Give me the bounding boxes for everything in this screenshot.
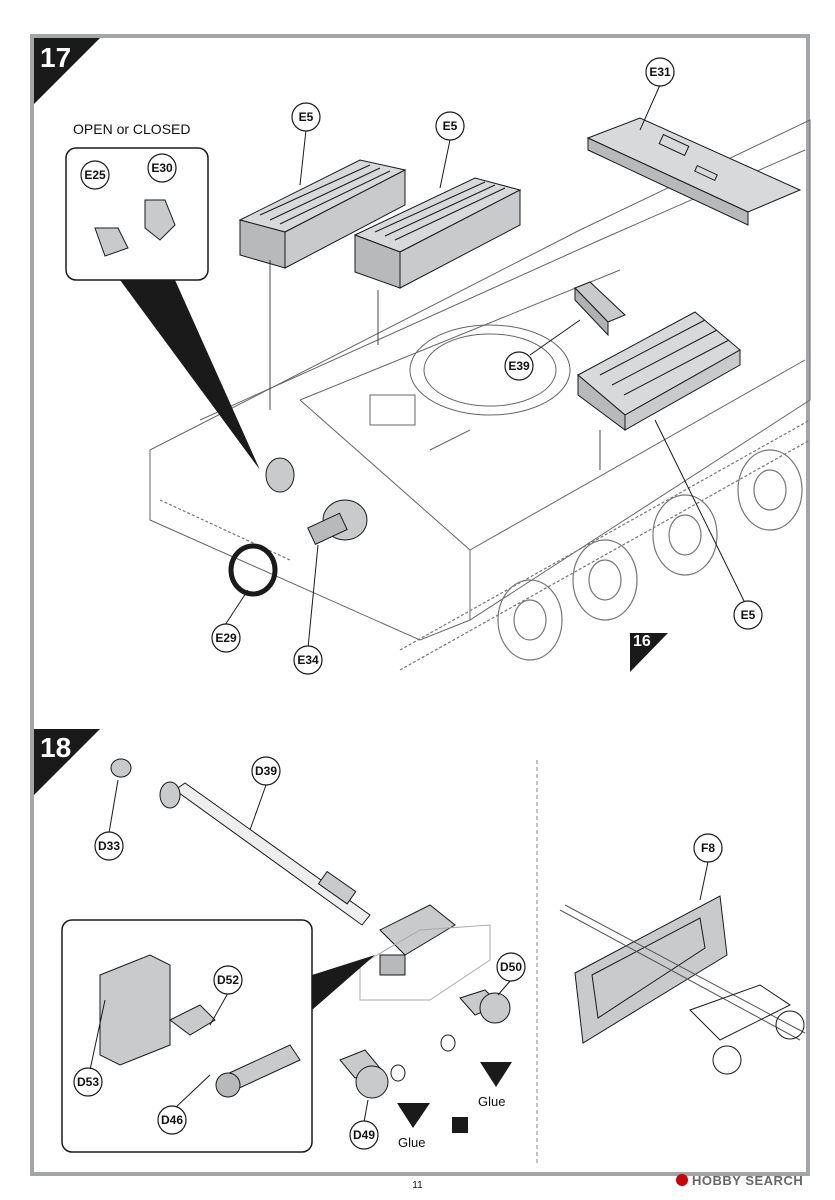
hatch-cover	[265, 457, 295, 493]
open-or-closed-note: OPEN or CLOSED	[73, 121, 191, 137]
part-label: E29	[215, 631, 237, 645]
hatch-ring	[228, 543, 278, 597]
engine-deck-plate	[586, 117, 802, 226]
part-label: D33	[97, 839, 121, 853]
stowage-box-left	[238, 159, 407, 269]
inset-part-label: E25	[84, 168, 106, 182]
part-label: D52	[216, 973, 240, 987]
watermark: HOBBY SEARCH	[676, 1173, 803, 1188]
step-17-number: 17	[40, 42, 72, 73]
part-label: E39	[508, 359, 530, 373]
watermark-text: HOBBY SEARCH	[692, 1173, 804, 1188]
photo-etch-assembly	[559, 895, 806, 1075]
inset-pointer	[120, 280, 260, 470]
part-label: D50	[499, 960, 523, 974]
glue-label: Glue	[398, 1135, 426, 1150]
watermark-logo-icon	[676, 1174, 688, 1186]
part-label: E5	[298, 110, 314, 124]
glue-icon-1	[397, 1103, 430, 1128]
gun-barrel	[159, 781, 371, 926]
step-16-ref-shape	[630, 633, 668, 672]
glue-icon-2	[480, 1062, 512, 1087]
part-label: D46	[160, 1113, 184, 1127]
part-label: F8	[700, 841, 716, 855]
part-label: D49	[352, 1128, 376, 1142]
step-18-badge-shape	[34, 729, 100, 795]
part-label: E5	[442, 119, 458, 133]
inset-part-label: E30	[151, 161, 173, 175]
stowage-box-right	[577, 311, 741, 431]
part-label: D39	[254, 764, 278, 778]
page-number: 11	[412, 1180, 423, 1191]
part-label: E34	[297, 653, 319, 667]
step-17-badge-shape	[34, 38, 100, 104]
part-label: E5	[740, 608, 756, 622]
muzzle-cap	[110, 758, 132, 778]
step-18-number: 18	[40, 732, 72, 763]
glue-label: Glue	[478, 1094, 506, 1109]
road-wheels	[159, 419, 811, 671]
part-label: D53	[76, 1075, 100, 1089]
step-16-reference: 16	[633, 633, 651, 650]
part-label: E31	[649, 65, 671, 79]
gun-mount	[379, 904, 456, 976]
stowage-box-middle	[353, 177, 522, 289]
black-square-marker	[452, 1117, 468, 1133]
